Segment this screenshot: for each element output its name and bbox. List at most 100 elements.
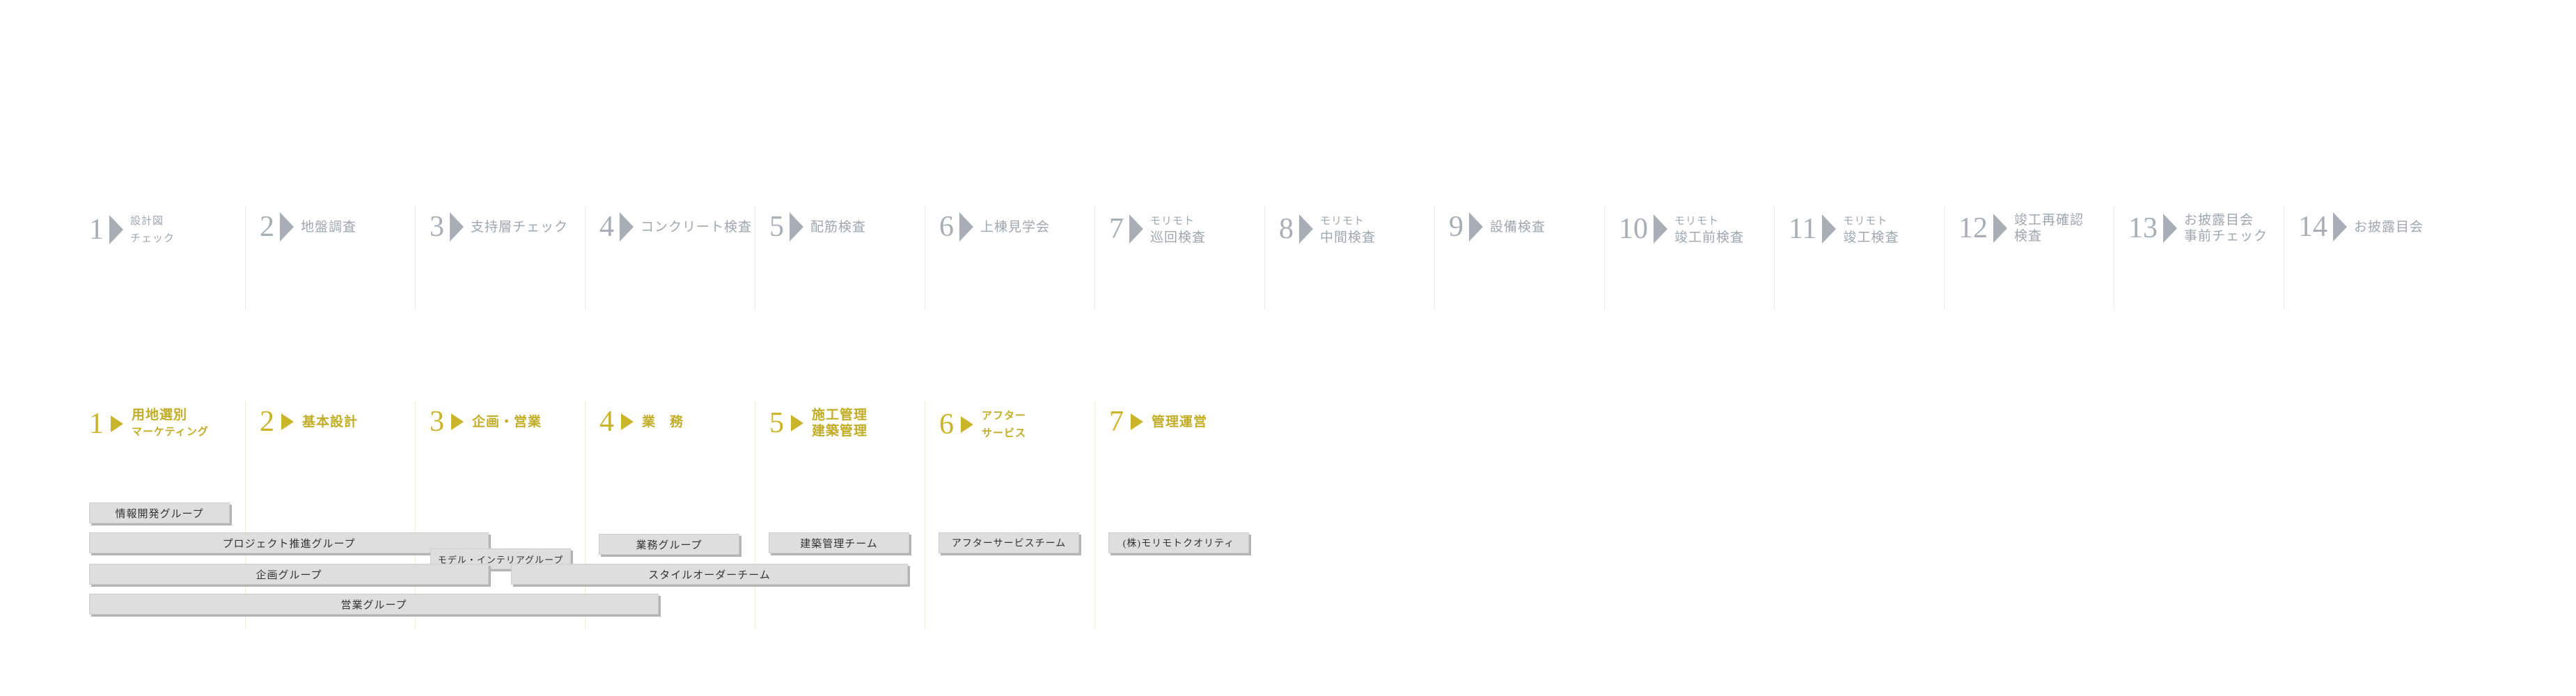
- arrow-right-icon: [450, 212, 464, 242]
- step-label: 配筋検査: [810, 219, 867, 235]
- inspection-step: 13 お披露目会事前チェック: [2114, 205, 2284, 310]
- group-bar: 情報開発グループ: [89, 503, 230, 523]
- group-bar: アフターサービスチーム: [938, 532, 1079, 553]
- arrow-right-icon: [1469, 212, 1483, 242]
- arrow-right-icon: [109, 215, 123, 244]
- arrow-right-icon: [620, 212, 634, 242]
- step-label-sub: 巡回検査: [1150, 230, 1207, 245]
- arrow-right-icon: [111, 416, 123, 432]
- inspection-step: 7 モリモト巡回検査: [1094, 205, 1264, 310]
- group-bar: 業務グループ: [599, 534, 739, 555]
- inspection-step: 5 配筋検査: [755, 205, 925, 310]
- step-label-sub: 竣工検査: [1843, 230, 1899, 245]
- inspection-step: 6 上棟見学会: [925, 205, 1094, 310]
- group-bar: プロジェクト推進グループ: [89, 532, 489, 553]
- arrow-right-icon: [281, 413, 294, 430]
- step-label: 支持層チェック: [471, 219, 569, 235]
- step-number: 1: [89, 408, 104, 440]
- arrow-right-icon: [2163, 214, 2177, 243]
- step-label: コンクリート検査: [641, 219, 753, 235]
- process-step: 5 施工管理建築管理: [755, 400, 925, 630]
- step-number: 11: [1789, 213, 1817, 245]
- step-label: アフター: [982, 411, 1027, 422]
- step-label-sub: 検査: [2014, 229, 2043, 244]
- arrow-right-icon: [1654, 214, 1667, 244]
- group-bar: 建築管理チーム: [769, 532, 909, 553]
- inspection-step: 3 支持層チェック: [415, 205, 585, 310]
- step-label: モリモト: [1320, 216, 1365, 227]
- group-bar: 営業グループ: [89, 594, 659, 615]
- arrow-right-icon: [790, 212, 803, 242]
- group-bar: (株)モリモトクオリティ: [1108, 532, 1249, 553]
- process-step: 6 アフターサービス: [925, 400, 1094, 630]
- step-number: 7: [1109, 406, 1124, 438]
- step-label-sub: マーケティング: [132, 427, 209, 438]
- arrow-right-icon: [451, 413, 464, 430]
- step-label-sub: 竣工前検査: [1674, 230, 1745, 245]
- step-label: モリモト: [1150, 216, 1195, 227]
- inspection-step: 10 モリモト竣工前検査: [1604, 205, 1774, 310]
- step-number: 4: [599, 406, 614, 438]
- group-bar: 企画グループ: [89, 564, 489, 585]
- step-label: お披露目会: [2184, 213, 2254, 228]
- process-step: 4 業 務: [585, 400, 755, 630]
- step-number: 10: [1619, 213, 1648, 245]
- step-number: 2: [260, 211, 274, 243]
- step-label: 基本設計: [302, 414, 359, 429]
- step-label: 業 務: [642, 414, 684, 429]
- step-label: 竣工再確認: [2014, 213, 2084, 228]
- arrow-right-icon: [1131, 413, 1143, 430]
- arrow-right-icon: [1129, 214, 1143, 244]
- step-label: 企画・営業: [472, 414, 542, 429]
- step-label-sub: チェック: [130, 233, 175, 244]
- process-step: 2 基本設計: [245, 400, 415, 630]
- inspection-step: 12 竣工再確認検査: [1944, 205, 2114, 310]
- arrow-right-icon: [1299, 214, 1313, 244]
- step-number: 13: [2128, 212, 2158, 244]
- inspection-step: 1 設計図チェック: [89, 205, 248, 310]
- step-number: 5: [769, 211, 784, 243]
- arrow-right-icon: [961, 416, 973, 433]
- step-number: 8: [1279, 213, 1294, 245]
- arrow-right-icon: [1993, 214, 2007, 243]
- inspection-step: 8 モリモト中間検査: [1264, 205, 1434, 310]
- process-step: 3 企画・営業: [415, 400, 585, 630]
- inspection-step: 2 地盤調査: [245, 205, 415, 310]
- step-label: お披露目会: [2354, 219, 2424, 235]
- group-bar: スタイルオーダーチーム: [511, 564, 908, 585]
- inspection-step: 14 お披露目会: [2284, 205, 2453, 310]
- step-number: 6: [939, 211, 954, 243]
- step-label: 管理運営: [1152, 414, 1208, 429]
- step-number: 1: [89, 214, 104, 246]
- arrow-right-icon: [2333, 212, 2347, 242]
- inspection-step: 9 設備検査: [1434, 205, 1604, 310]
- step-label: 地盤調査: [301, 219, 357, 235]
- step-number: 3: [430, 406, 444, 438]
- step-label-sub: 建築管理: [812, 424, 868, 438]
- step-label: 設計図: [130, 216, 164, 227]
- step-label: モリモト: [1674, 216, 1720, 227]
- inspection-step: 11 モリモト竣工検査: [1774, 205, 1944, 310]
- step-label: 設備検査: [1490, 219, 1546, 235]
- step-label-sub: 中間検査: [1320, 230, 1376, 245]
- step-number: 5: [769, 407, 784, 439]
- step-number: 3: [430, 211, 444, 243]
- step-number: 2: [260, 406, 274, 438]
- process-step: 1 用地選別マーケティング: [89, 400, 245, 630]
- step-number: 14: [2298, 211, 2327, 243]
- arrow-right-icon: [621, 413, 634, 430]
- step-number: 9: [1449, 211, 1463, 243]
- arrow-right-icon: [791, 415, 803, 432]
- step-number: 7: [1109, 213, 1124, 245]
- step-label-sub: サービス: [982, 428, 1027, 439]
- step-label: モリモト: [1843, 216, 1888, 227]
- arrow-right-icon: [280, 212, 294, 242]
- step-number: 6: [939, 409, 954, 441]
- step-label: 上棟見学会: [980, 219, 1051, 235]
- process-step: 7 管理運営: [1094, 400, 1264, 630]
- step-number: 12: [1958, 212, 1988, 244]
- step-label: 用地選別: [132, 408, 188, 422]
- step-label-sub: 事前チェック: [2184, 229, 2268, 244]
- step-label: 施工管理: [812, 408, 868, 422]
